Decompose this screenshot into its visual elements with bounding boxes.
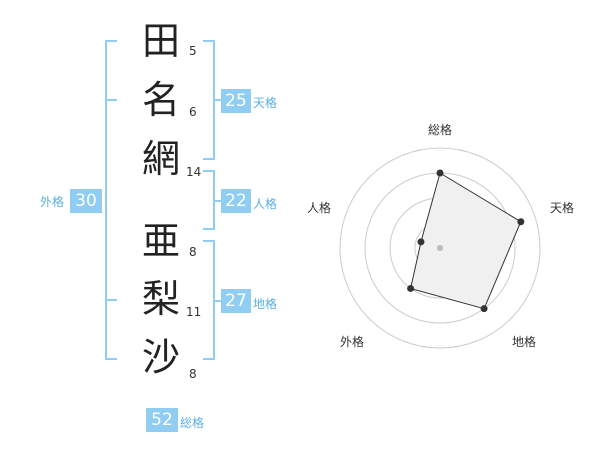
given-stroke-1: 8 bbox=[189, 245, 197, 259]
surname-stroke-1: 5 bbox=[189, 44, 197, 58]
tenkaku-bracket-top bbox=[203, 40, 215, 42]
chikaku-bracket-bottom bbox=[203, 358, 215, 360]
soukaku-label: 総格 bbox=[180, 416, 205, 430]
surname-char-2: 名 bbox=[141, 78, 180, 122]
gaikaku-bracket-bottom bbox=[105, 358, 117, 360]
gaikaku-label: 外格 bbox=[40, 195, 65, 209]
radar-polygon bbox=[410, 172, 522, 310]
chikaku-label: 地格 bbox=[253, 297, 278, 311]
given-char-1: 亜 bbox=[141, 219, 180, 263]
tenkaku-badge: 25 bbox=[221, 89, 251, 113]
gaikaku-bracket-tick-2 bbox=[105, 299, 117, 301]
gaikaku-bracket-line bbox=[105, 40, 107, 360]
radar-ring bbox=[339, 147, 541, 349]
radar-dot-gaikaku bbox=[407, 284, 415, 292]
given-char-3: 沙 bbox=[141, 335, 180, 379]
radar-dot-tenkaku bbox=[517, 218, 525, 226]
radar-dot-soukaku bbox=[436, 169, 444, 177]
radar-label-soukaku: 総格 bbox=[428, 122, 452, 137]
radar-label-tenkaku: 天格 bbox=[550, 200, 574, 215]
given-char-2: 梨 bbox=[141, 277, 180, 321]
tenkaku-bracket-bottom bbox=[203, 158, 215, 160]
radar-chart: 総格 天格 地格 外格 人格 bbox=[307, 122, 574, 349]
jinkaku-bracket-top bbox=[203, 170, 215, 172]
radar-label-gaikaku: 外格 bbox=[340, 334, 364, 349]
chikaku-bracket-top bbox=[203, 240, 215, 242]
radar-label-jinkaku: 人格 bbox=[307, 200, 331, 215]
gaikaku-bracket-top bbox=[105, 40, 117, 42]
surname-stroke-3: 14 bbox=[186, 165, 202, 179]
gaikaku-bracket-tick-1 bbox=[105, 99, 117, 101]
surname-stroke-2: 6 bbox=[189, 105, 197, 119]
soukaku-badge: 52 bbox=[146, 408, 178, 432]
chikaku-badge: 27 bbox=[221, 289, 251, 313]
gaikaku-badge: 30 bbox=[70, 189, 102, 213]
radar-dot-jinkaku bbox=[417, 238, 425, 246]
radar-dots bbox=[407, 169, 525, 313]
given-stroke-3: 8 bbox=[189, 367, 197, 381]
radar-center-dot bbox=[437, 245, 443, 251]
tenkaku-label: 天格 bbox=[253, 96, 278, 110]
chikaku-bracket-connector bbox=[213, 300, 223, 302]
radar-label-chikaku: 地格 bbox=[512, 334, 536, 349]
jinkaku-bracket-bottom bbox=[203, 228, 215, 230]
surname-char-3: 網 bbox=[141, 137, 180, 181]
jinkaku-label: 人格 bbox=[253, 197, 278, 211]
given-stroke-2: 11 bbox=[186, 305, 202, 319]
jinkaku-badge: 22 bbox=[221, 189, 251, 213]
jinkaku-bracket-connector bbox=[213, 200, 223, 202]
tenkaku-bracket-connector bbox=[213, 99, 223, 101]
radar-dot-chikaku bbox=[480, 305, 488, 313]
surname-char-1: 田 bbox=[141, 19, 180, 63]
